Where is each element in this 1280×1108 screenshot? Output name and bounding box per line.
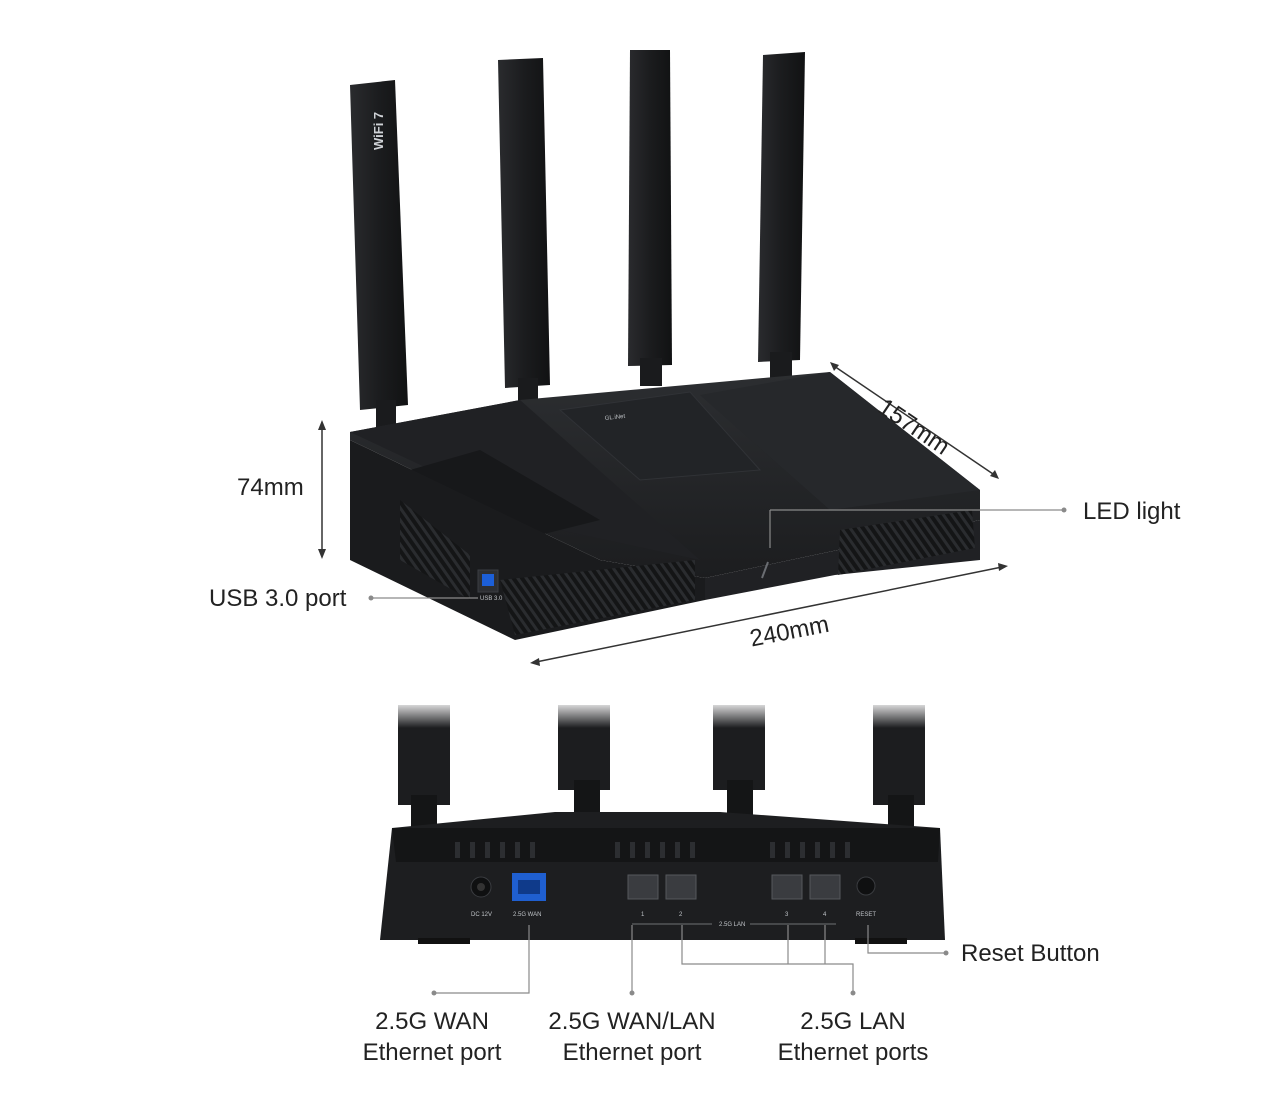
lan-port-3: [771, 874, 803, 900]
dc-tag: DC 12V: [471, 912, 492, 918]
rear-vents: [455, 842, 850, 858]
led-indicator: [761, 561, 769, 579]
lan-port-4: [809, 874, 841, 900]
wifi-logo: WiFi 7: [371, 112, 386, 150]
width-arrow: [535, 566, 1003, 663]
brand-logo: GL.iNet: [605, 414, 626, 422]
wanlan-port-callout: 2.5G WAN/LAN Ethernet port: [532, 1006, 732, 1068]
wan-tag: 2.5G WAN: [513, 912, 541, 918]
front-leaders: [368, 507, 1067, 601]
antenna-1: [350, 80, 408, 430]
lan-port-1: [627, 874, 659, 900]
wanlan-callout-line1: 2.5G WAN/LAN: [548, 1008, 716, 1035]
depth-arrow: [833, 365, 997, 477]
usb-port-tag: USB 3.0: [480, 596, 503, 602]
reset-button: [856, 876, 876, 896]
reset-button-callout: Reset Button: [961, 940, 1100, 967]
wan-callout-line1: 2.5G WAN: [375, 1008, 489, 1035]
rear-leaders: [434, 925, 946, 994]
dimension-arrows: [318, 362, 1008, 666]
lan-group-tag: 2.5G LAN: [719, 922, 745, 928]
wanlan-callout-line2: Ethernet port: [562, 1039, 702, 1066]
rear-router: DC 12V 2.5G WAN 1 2 3 4 2.5G LAN RESET: [380, 700, 945, 944]
leader-dots: [431, 950, 949, 996]
antenna-3: [628, 50, 672, 386]
lan-ports: [627, 874, 841, 900]
lan-callout-line2: Ethernet ports: [777, 1039, 929, 1066]
lan-ports-callout: 2.5G LAN Ethernet ports: [758, 1006, 948, 1068]
lan2-tag: 2: [679, 912, 683, 918]
lan-callout-line1: 2.5G LAN: [800, 1008, 906, 1035]
antenna-2: [498, 58, 550, 406]
wan-callout-line2: Ethernet port: [362, 1039, 502, 1066]
lan-port-2: [665, 874, 697, 900]
led-light-callout: LED light: [1083, 498, 1181, 525]
lan1-tag: 1: [641, 912, 645, 918]
reset-tag: RESET: [856, 912, 876, 918]
usb-port-callout: USB 3.0 port: [209, 585, 347, 612]
height-dimension-label: 74mm: [237, 474, 304, 501]
lan4-tag: 4: [823, 912, 827, 918]
wan-port-callout: 2.5G WAN Ethernet port: [342, 1006, 522, 1068]
antenna-4: [758, 52, 805, 380]
lan3-tag: 3: [785, 912, 789, 918]
front-router: WiFi 7 GL.iNet USB 3.0: [350, 50, 980, 640]
